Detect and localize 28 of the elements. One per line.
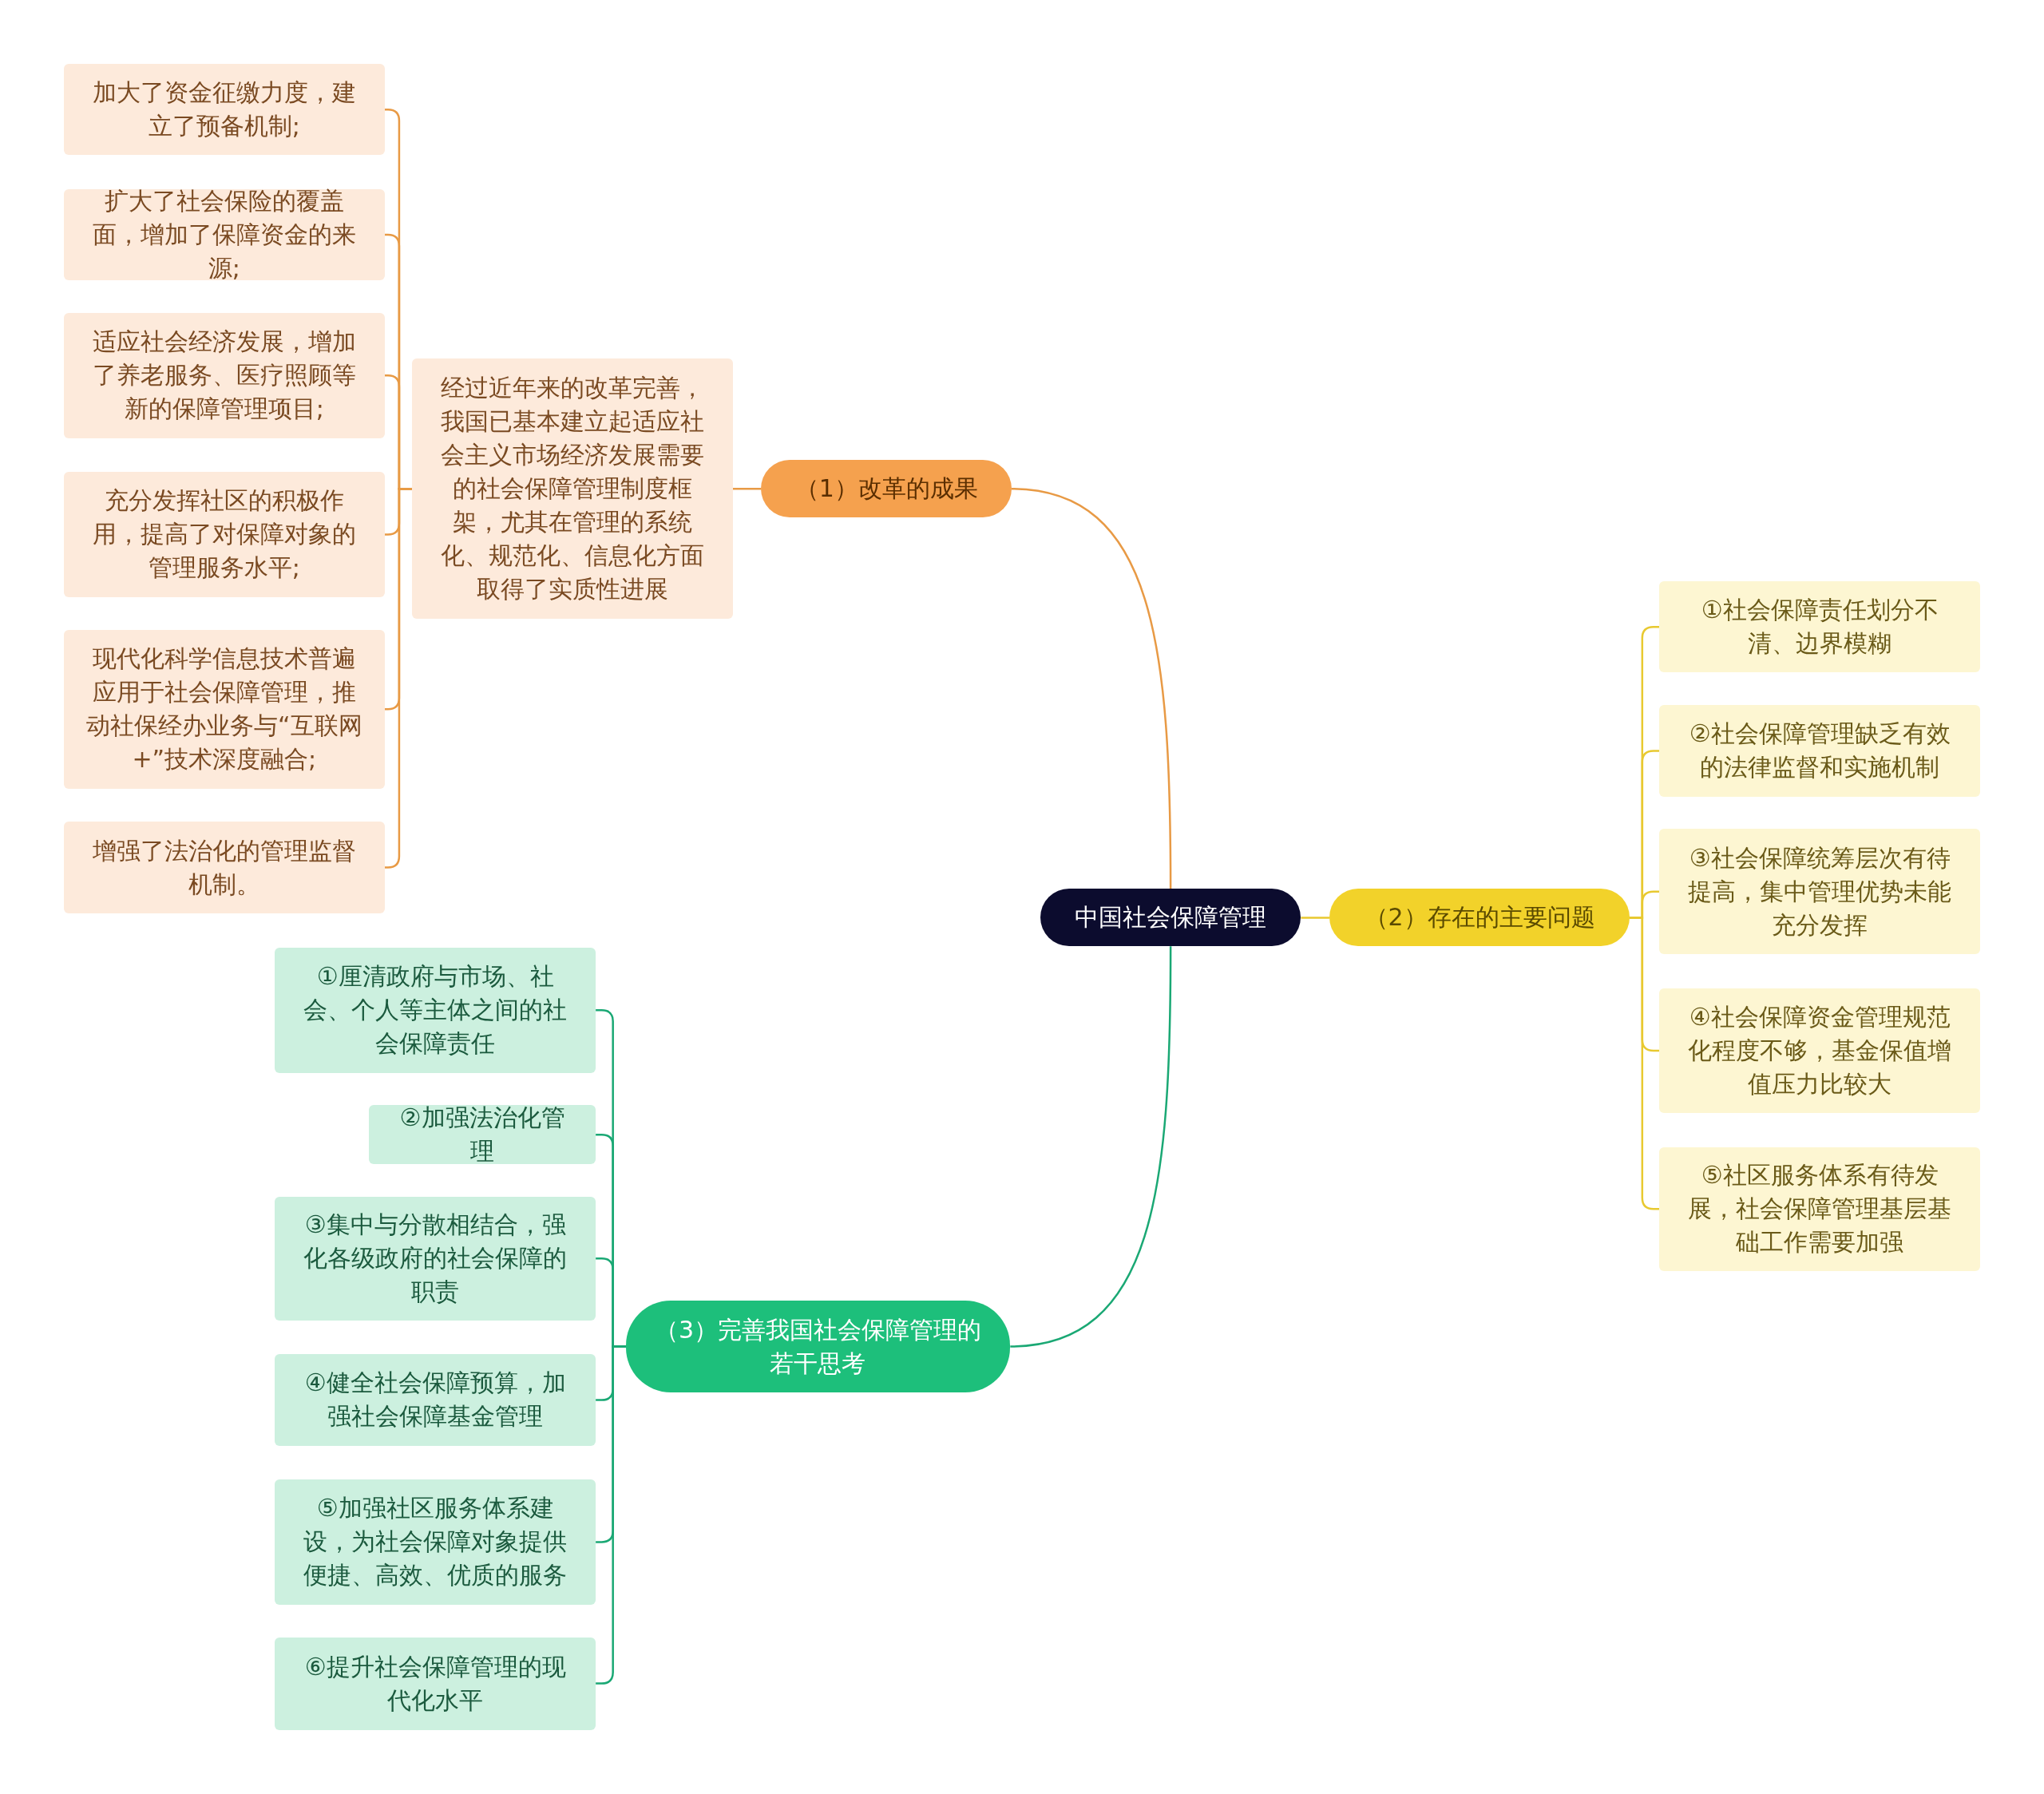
topic-box: ②加强法治化管理 — [369, 1105, 596, 1164]
topic-box: ⑥提升社会保障管理的现代化水平 — [275, 1637, 596, 1730]
root-topic: 中国社会保障管理 — [1040, 889, 1301, 947]
topic-box: 扩大了社会保险的覆盖面，增加了保障资金的来源; — [64, 188, 385, 280]
branch-topic: （3）完善我国社会保障管理的若干思考 — [625, 1301, 1011, 1392]
topic-box: ①厘清政府与市场、社会、个人等主体之间的社会保障责任 — [275, 947, 596, 1073]
branch-topic: （2）存在的主要问题 — [1329, 889, 1630, 947]
topic-box: ③社会保障统筹层次有待提高，集中管理优势未能充分发挥 — [1659, 829, 1980, 955]
connector — [1011, 488, 1172, 889]
topic-box: 加大了资金征缴力度，建立了预备机制; — [64, 64, 385, 156]
connector — [732, 488, 762, 490]
topic-box: ②社会保障管理缺乏有效的法律监督和实施机制 — [1659, 705, 1980, 797]
topic-box: 增强了法治化的管理监督机制。 — [64, 821, 385, 914]
topic-box: 充分发挥社区的积极作用，提高了对保障对象的管理服务水平; — [64, 472, 385, 597]
topic-box: ①社会保障责任划分不清、边界模糊 — [1659, 581, 1980, 673]
topic-box: ⑤加强社区服务体系建设，为社会保障对象提供便捷、高效、优质的服务 — [275, 1479, 596, 1605]
topic-box: ④社会保障资金管理规范化程度不够，基金保值增值压力比较大 — [1659, 988, 1980, 1114]
topic-box: 现代化科学信息技术普遍应用于社会保障管理，推动社保经办业务与“互联网+”技术深度融合; — [64, 629, 385, 789]
topic-box: ④健全社会保障预算，加强社会保障基金管理 — [275, 1354, 596, 1446]
connector — [596, 1345, 626, 1685]
topic-box: ⑤社区服务体系有待发展，社会保障管理基层基础工作需要加强 — [1659, 1146, 1980, 1271]
connector — [1301, 917, 1330, 919]
topic-box: 适应社会经济发展，增加了养老服务、医疗照顾等新的保障管理项目; — [64, 312, 385, 438]
connector — [1010, 946, 1172, 1348]
topic-box: ③集中与分散相结合，强化各级政府的社会保障的职责 — [275, 1196, 596, 1321]
connector — [1629, 917, 1660, 1210]
topic-box: 经过近年来的改革完善，我国已基本建立起适应社会主义市场经济发展需要的社会保障管理制度框架，尤其在管理的系统化、规范化、信息化方面取得了实质性进展 — [411, 358, 733, 620]
branch-topic: （1）改革的成果 — [761, 460, 1012, 518]
